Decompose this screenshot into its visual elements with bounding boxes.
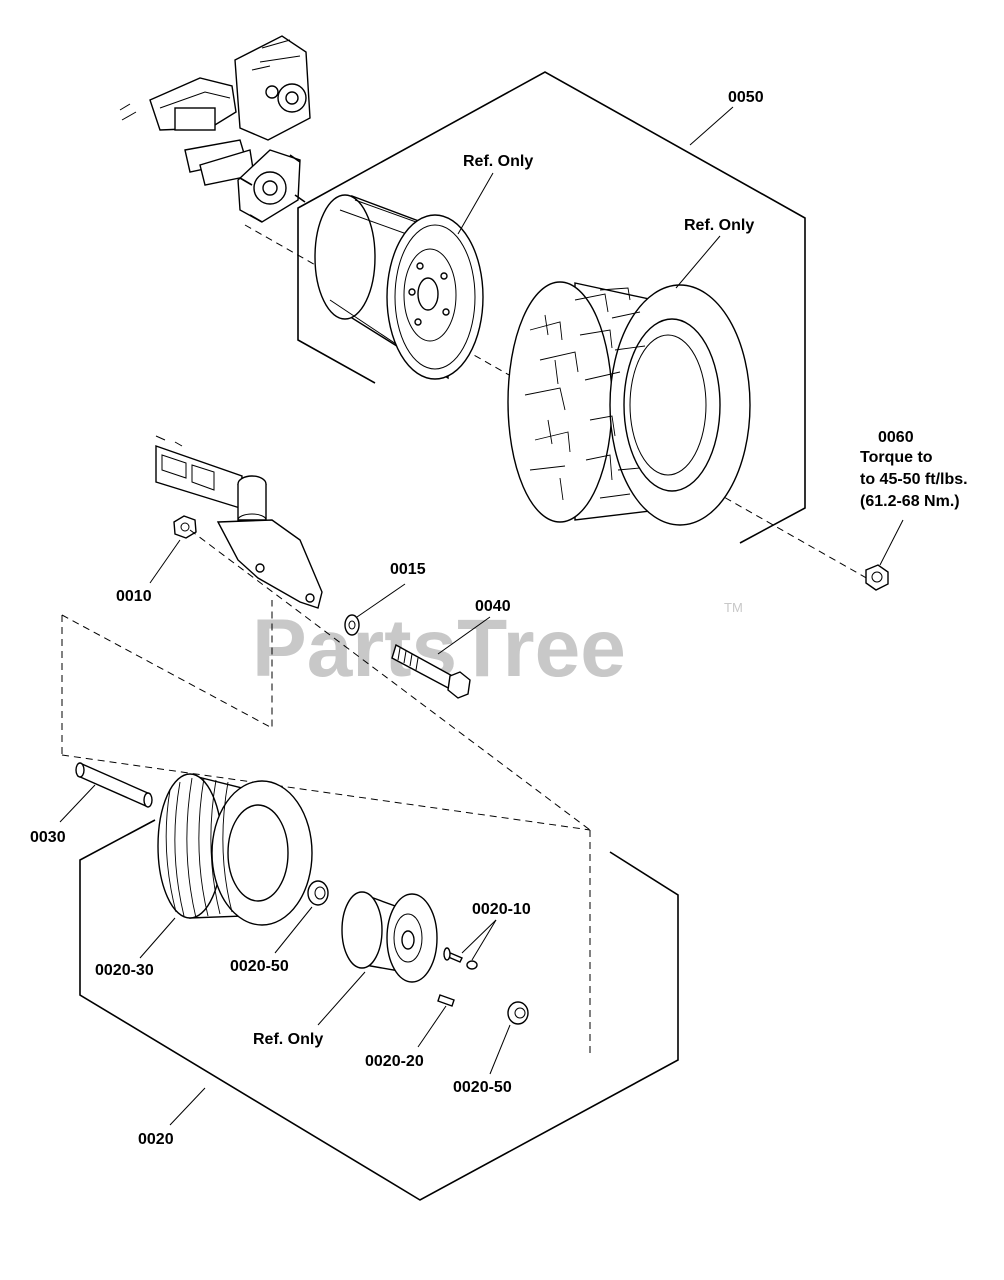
callout-0040: 0040 bbox=[475, 598, 511, 615]
box-0020 bbox=[79, 819, 679, 1201]
spacer-tube-0030 bbox=[75, 762, 153, 808]
box-0050 bbox=[297, 71, 806, 544]
caster-rim bbox=[341, 891, 438, 983]
leader-lines bbox=[59, 106, 904, 1126]
callout-0060: 0060 bbox=[878, 429, 914, 446]
callout-0060-metric: (61.2-68 Nm.) bbox=[860, 493, 960, 510]
callout-0060-range: to 45-50 ft/lbs. bbox=[860, 471, 968, 488]
nut-0010 bbox=[173, 515, 197, 539]
callout-0010: 0010 bbox=[116, 588, 152, 605]
caster-tire bbox=[157, 773, 313, 926]
callout-0050: 0050 bbox=[728, 89, 764, 106]
callout-0020: 0020 bbox=[138, 1131, 174, 1148]
watermark-trademark: TM bbox=[724, 600, 743, 615]
bearing-right bbox=[507, 1001, 529, 1025]
grease-fitting bbox=[437, 994, 455, 1007]
callout-0030: 0030 bbox=[30, 829, 66, 846]
callout-0015: 0015 bbox=[390, 561, 426, 578]
callout-0020-30: 0020-30 bbox=[95, 962, 154, 979]
rim-upper bbox=[314, 194, 484, 380]
callout-ref-only-caster-rim: Ref. Only bbox=[253, 1031, 323, 1048]
callout-0060-torque: Torque to bbox=[860, 449, 933, 466]
callout-ref-only-tire: Ref. Only bbox=[684, 217, 754, 234]
callout-0020-50-right: 0020-50 bbox=[453, 1079, 512, 1096]
flange-nut-0060 bbox=[865, 564, 889, 591]
valve-stem bbox=[443, 947, 478, 970]
frame-hub-assembly bbox=[119, 35, 311, 223]
caster-fork bbox=[155, 435, 323, 609]
callout-0020-10: 0020-10 bbox=[472, 901, 531, 918]
washer-0015 bbox=[344, 614, 360, 636]
callout-0020-50-left: 0020-50 bbox=[230, 958, 289, 975]
tire-upper bbox=[507, 281, 751, 526]
bearing-left bbox=[307, 880, 329, 906]
bolt-0040 bbox=[391, 643, 471, 699]
callout-ref-only-rim: Ref. Only bbox=[463, 153, 533, 170]
callout-0020-20: 0020-20 bbox=[365, 1053, 424, 1070]
